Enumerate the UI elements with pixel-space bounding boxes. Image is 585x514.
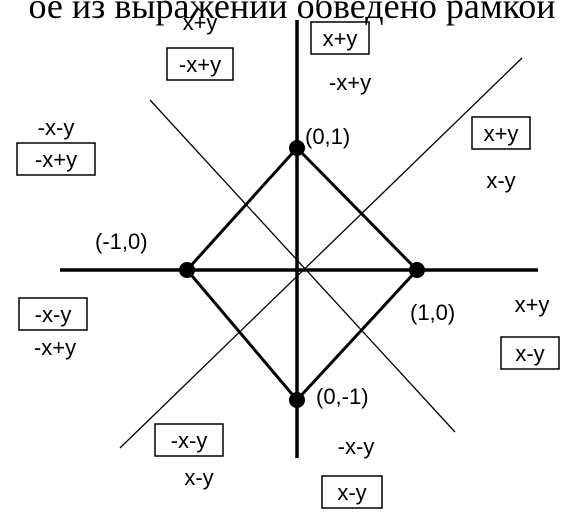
point-label-left: (-1,0) [95,229,148,254]
point-label-right: (1,0) [410,300,455,325]
expr-top-right-lower: -x+y [329,70,371,95]
point-top [289,140,305,156]
point-right [409,262,425,278]
expr-top-right-boxed: x+y [323,26,358,51]
expr-right-lower-upper: x+y [515,292,550,317]
header-text: ое из выражений обведено рамкой [28,0,555,26]
diagonal-line-y-equals-minus-x [149,99,456,433]
expr-left-lower-boxed: -x-y [35,302,72,327]
expr-right-lower-boxed: x-y [515,341,544,366]
point-bottom [289,392,305,408]
expr-left-upper-upper: -x-y [38,115,75,140]
point-label-bottom: (0,-1) [316,384,369,409]
box-bottom-right [321,475,383,509]
expr-bottom-left-boxed: -x-y [171,428,208,453]
box-bottom-left [154,423,224,457]
point-left [179,262,195,278]
expr-left-lower-lower: -x+y [34,335,76,360]
expr-bottom-left-lower: x-y [184,465,213,490]
box-left-upper [16,142,96,176]
diamond-shape [185,145,420,403]
expr-top-left-boxed: -x+y [179,52,221,77]
expr-right-upper-lower: x-y [486,168,515,193]
point-label-top: (0,1) [305,124,350,149]
diagonal-line-y-equals-x [119,57,523,449]
box-left-lower [18,297,88,331]
box-top-left [166,47,234,81]
expr-right-upper-boxed: x+y [484,121,519,146]
expr-bottom-right-upper: -x-y [338,434,375,459]
box-top-right [310,21,370,55]
box-right-upper [471,116,531,150]
expr-top-left-upper: x+y [183,10,218,35]
box-right-lower [500,336,560,370]
expr-left-upper-boxed: -x+y [35,147,77,172]
expr-bottom-right-boxed: x-y [337,480,366,505]
